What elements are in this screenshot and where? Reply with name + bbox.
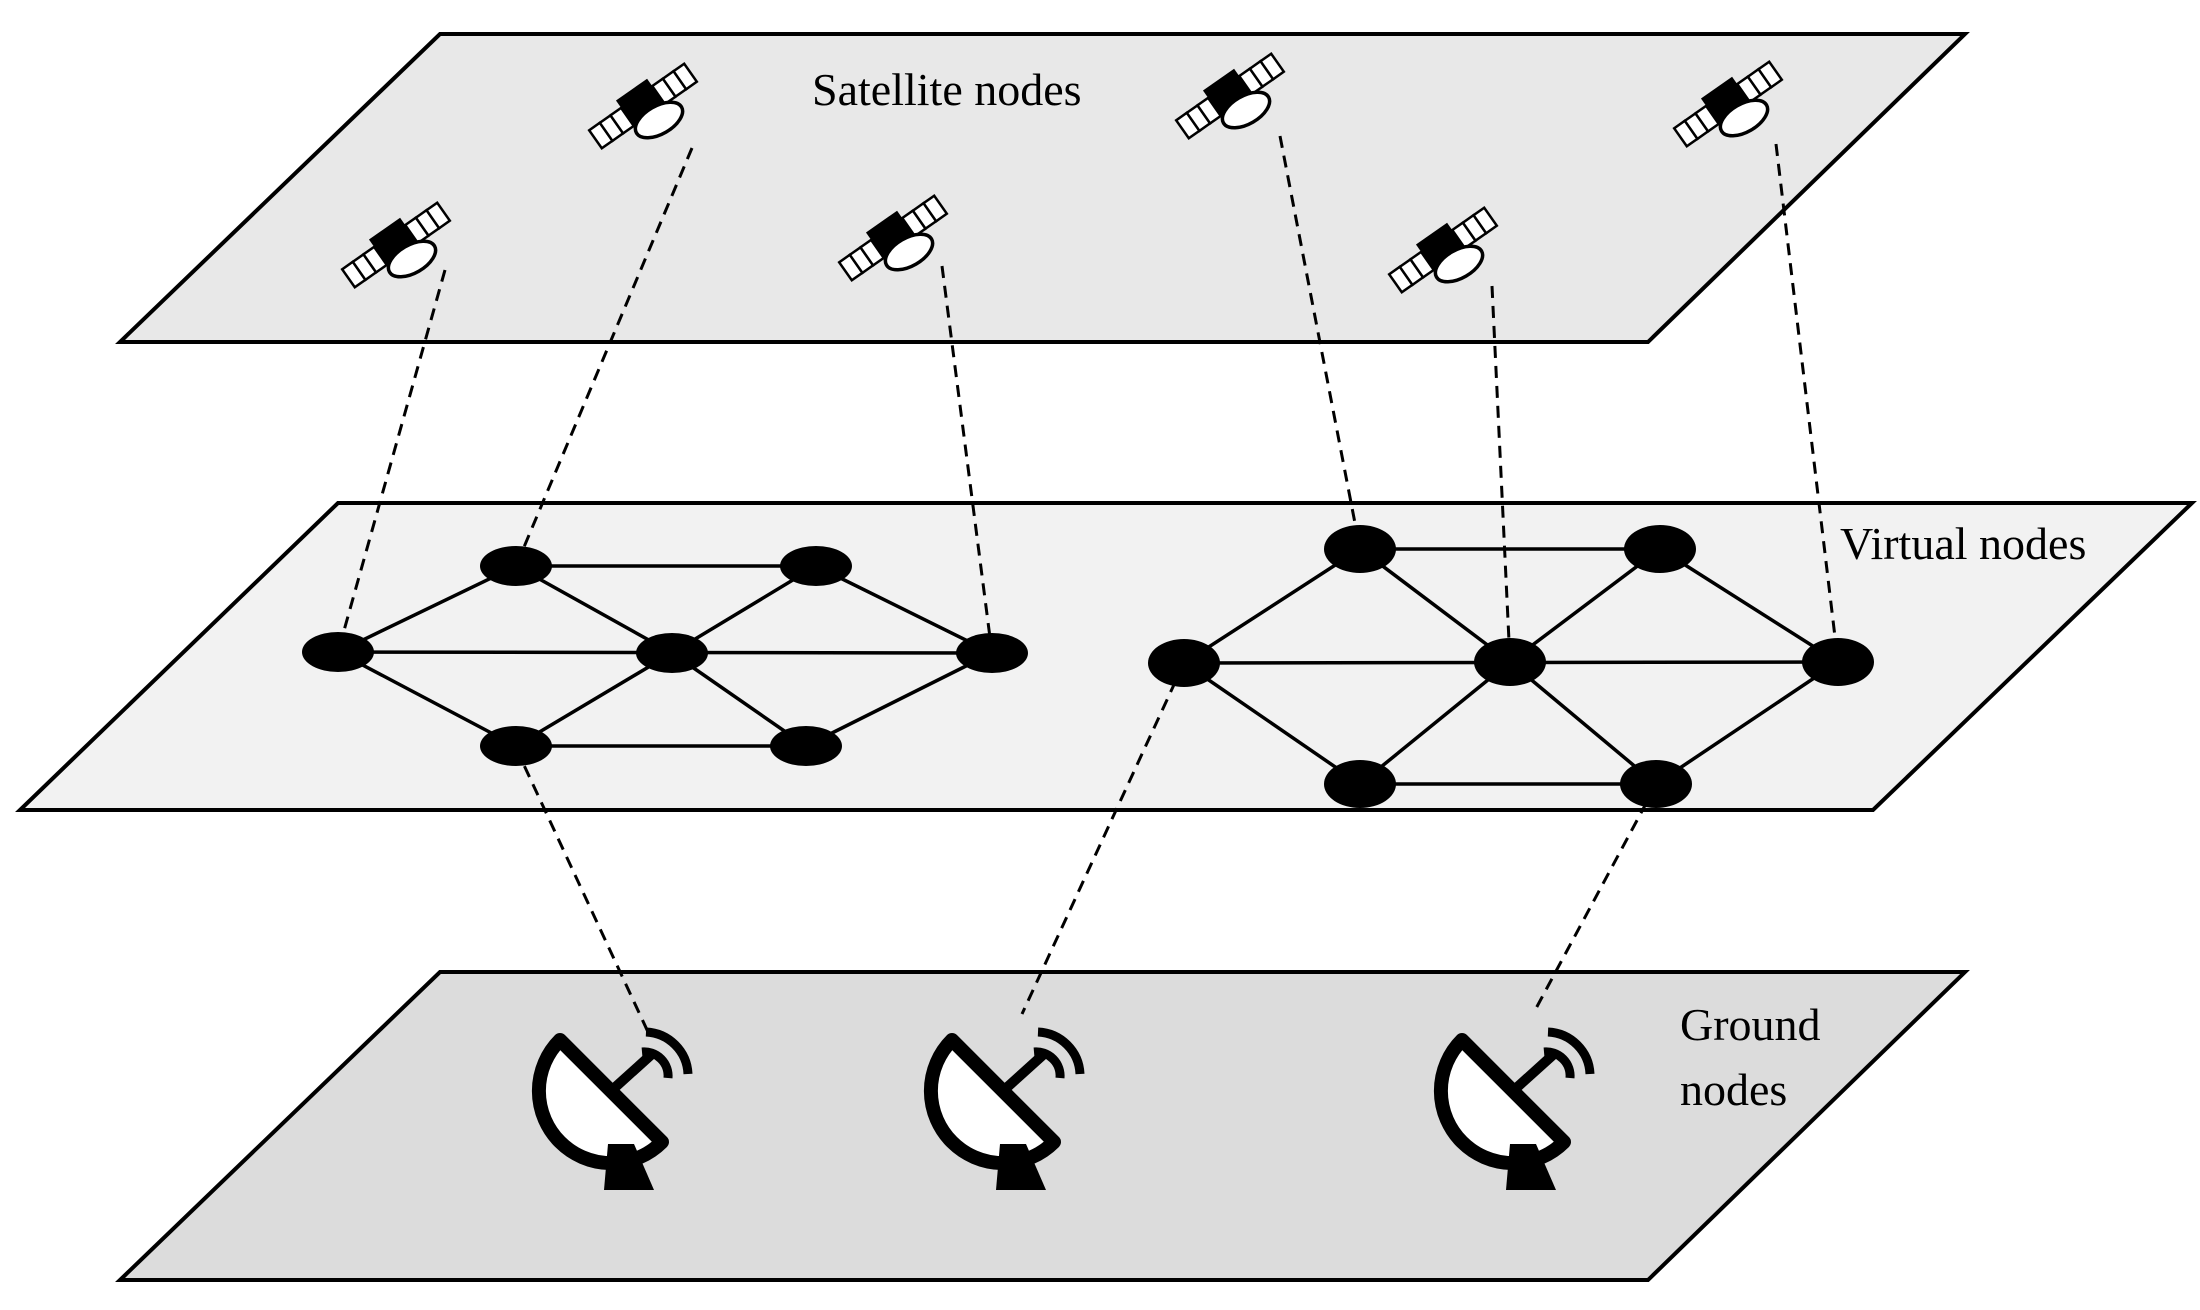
virtual-layer-label: Virtual nodes	[1840, 518, 2087, 569]
ground-layer-label: Ground nodes	[1680, 999, 1821, 1115]
virtual-node	[1148, 639, 1220, 687]
mapping-link	[1774, 143, 1840, 663]
virtual-node	[1324, 525, 1396, 573]
mapping-link	[1278, 135, 1362, 550]
virtual-node	[1802, 638, 1874, 686]
mapping-link	[1531, 784, 1658, 1015]
virtual-layer-plane	[15, 501, 2197, 812]
satellite-layer-label: Satellite nodes	[812, 64, 1082, 115]
virtual-node	[302, 632, 374, 672]
virtual-node	[780, 546, 852, 586]
virtual-node	[1620, 760, 1692, 808]
virtual-node	[480, 546, 552, 586]
virtual-node	[1624, 525, 1696, 573]
mapping-link	[1020, 662, 1186, 1015]
virtual-node	[480, 726, 552, 766]
satellite-layer-plane	[115, 32, 1970, 344]
mapping-link	[514, 747, 650, 1033]
virtual-nodes	[302, 525, 1874, 808]
virtual-node	[1324, 760, 1396, 808]
virtual-node	[770, 726, 842, 766]
virtual-node	[956, 633, 1028, 673]
mapping-link	[514, 147, 694, 567]
mapping-link	[1490, 285, 1512, 663]
virtual-node	[1474, 638, 1546, 686]
virtual-node	[636, 633, 708, 673]
mapping-links	[336, 135, 1840, 1033]
mapping-link	[336, 269, 447, 653]
mapping-link	[940, 265, 994, 654]
